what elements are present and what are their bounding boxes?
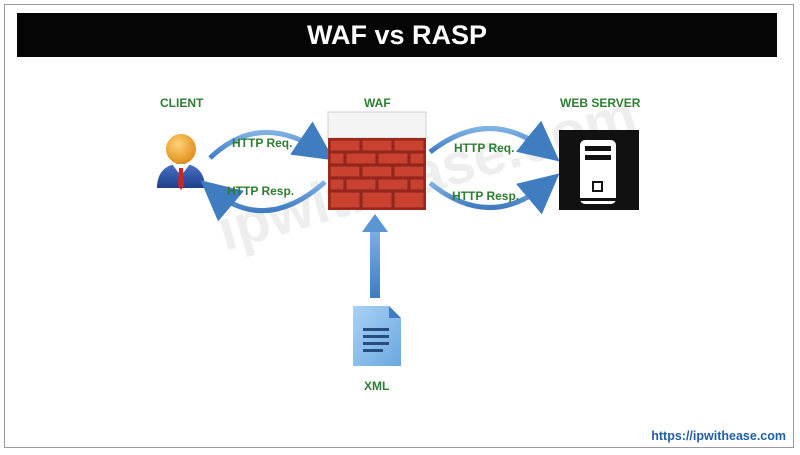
footer-url[interactable]: https://ipwithease.com [651,429,786,443]
server-icon [559,130,639,210]
client-waf-request-arrow [208,121,335,161]
xml-label: XML [364,379,390,393]
firewall-icon [327,111,427,210]
user-icon [157,134,205,190]
slide-frame [4,4,794,448]
client-waf-response-label: HTTP Resp. [227,184,295,198]
document-icon [353,306,401,366]
waf-server-request-label: HTTP Req. [454,141,515,155]
waf-label: WAF [364,96,391,110]
xml-to-waf-arrow [362,214,388,298]
web-server-label: WEB SERVER [560,96,641,110]
waf-server-response-label: HTTP Resp. [452,189,520,203]
waf-server-request-arrow [428,120,560,162]
page-title: WAF vs RASP [306,19,488,50]
client-label: CLIENT [160,96,204,110]
client-waf-response-arrow [200,180,327,222]
title-bar: WAF vs RASP [17,13,777,57]
waf-server-response-arrow [428,173,560,215]
client-waf-request-label: HTTP Req. [232,136,293,150]
